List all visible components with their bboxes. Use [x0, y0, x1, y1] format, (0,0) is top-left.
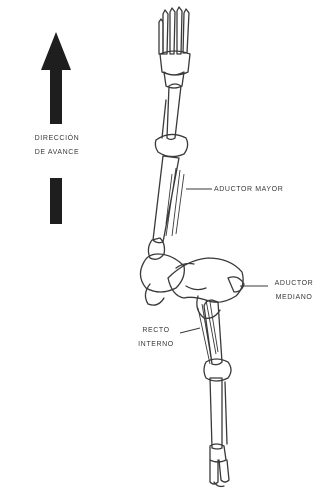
hindfoot [210, 444, 229, 487]
leg-skeleton [140, 7, 244, 487]
direction-label-line2: DE AVANCE [18, 148, 96, 157]
adductor-longus-muscle [206, 300, 218, 354]
pelvis [140, 254, 243, 318]
adductor-magnus-label: ADUCTOR MAYOR [214, 185, 283, 194]
adductor-longus-label-line2: MEDIANO [264, 293, 324, 302]
forefoot-bones [159, 7, 190, 88]
upper-knee [155, 134, 187, 156]
gracilis-label-line1: RECTO [128, 326, 184, 335]
gracilis-label-line2: INTERNO [128, 340, 184, 349]
lower-tibia [210, 378, 227, 449]
upper-tibia [162, 84, 181, 140]
direction-label-line1: DIRECCIÓN [18, 134, 96, 143]
up-arrow-icon [41, 32, 71, 224]
upper-femur [148, 156, 179, 259]
adductor-longus-label-line1: ADUCTOR [264, 279, 324, 288]
